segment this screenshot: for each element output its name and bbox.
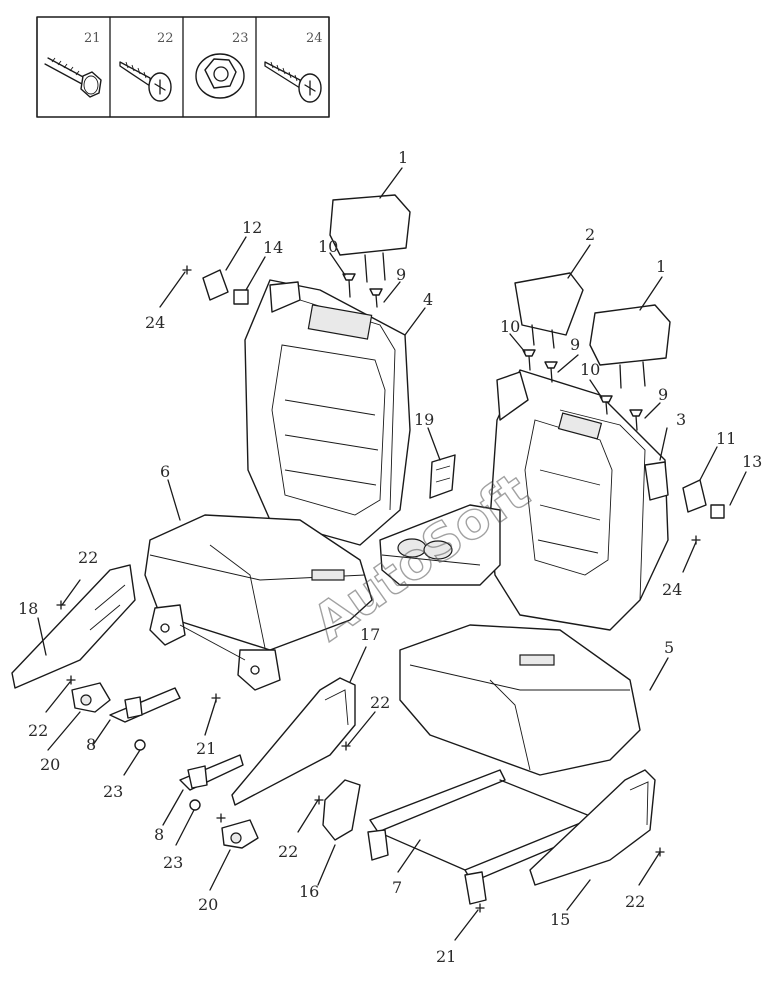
callout-18: 18 — [18, 599, 38, 618]
recliner-cover-upper — [71, 682, 111, 713]
right-seat-back — [489, 369, 669, 631]
legend-label-21: 21 — [84, 31, 101, 46]
callout-16: 16 — [299, 882, 319, 901]
callout-1: 1 — [656, 257, 666, 276]
headrest-right — [589, 304, 671, 389]
hinge-bracket-lower — [179, 754, 244, 791]
callout-24: 24 — [662, 580, 682, 599]
center-armrest — [379, 504, 501, 586]
callout-20: 20 — [198, 895, 218, 914]
callout-22: 22 — [28, 721, 48, 740]
callout-8: 8 — [154, 825, 164, 844]
legend-label-23: 23 — [232, 31, 249, 46]
callout-13: 13 — [742, 452, 762, 471]
callout-1: 1 — [398, 148, 408, 167]
side-trim-center — [231, 677, 356, 806]
callout-15: 15 — [550, 910, 570, 929]
headrest-left — [329, 194, 411, 283]
headrest-center — [514, 272, 584, 349]
callout-8: 8 — [86, 735, 96, 754]
callout-4: 4 — [423, 290, 433, 309]
fastener-legend: 21 22 23 24 — [36, 16, 330, 118]
buckle-trim — [429, 454, 456, 499]
callout-2: 2 — [585, 225, 595, 244]
nut-upper — [134, 739, 146, 751]
callout-22: 22 — [625, 892, 645, 911]
tapping-screw-icon — [264, 61, 322, 103]
callout-10: 10 — [318, 237, 338, 256]
callout-9: 9 — [570, 335, 580, 354]
callout-22: 22 — [370, 693, 390, 712]
callout-9: 9 — [396, 265, 406, 284]
flange-nut-icon — [195, 53, 245, 99]
hex-flange-bolt-icon — [44, 57, 102, 98]
callout-14: 14 — [263, 238, 283, 257]
callout-23: 23 — [103, 782, 123, 801]
callout-21: 21 — [196, 739, 216, 758]
callout-11: 11 — [716, 429, 736, 448]
callout-23: 23 — [163, 853, 183, 872]
leader-lines — [37, 167, 747, 941]
callout-6: 6 — [160, 462, 170, 481]
callout-19: 19 — [414, 410, 434, 429]
callout-10: 10 — [580, 360, 600, 379]
side-trim-right — [529, 769, 656, 886]
left-seat-cushion — [144, 514, 373, 651]
nut-lower — [189, 799, 201, 811]
callout-labels: 1 2 1 3 4 5 6 7 8 8 9 9 9 10 10 10 11 12… — [18, 148, 762, 966]
latch-covers — [202, 269, 725, 519]
tapping-screw-icon — [119, 61, 172, 102]
callout-22: 22 — [78, 548, 98, 567]
side-trim-left — [11, 564, 136, 689]
right-seat-cushion — [399, 624, 641, 776]
callout-21: 21 — [436, 947, 456, 966]
left-seat-brackets — [149, 604, 281, 691]
hinge-bracket-upper — [109, 687, 181, 723]
callout-9: 9 — [658, 385, 668, 404]
callout-10: 10 — [500, 317, 520, 336]
left-seat-back — [244, 279, 411, 546]
hinge-cover-trim — [322, 779, 361, 841]
callout-22: 22 — [278, 842, 298, 861]
callout-20: 20 — [40, 755, 60, 774]
callout-3: 3 — [676, 410, 686, 429]
callout-17: 17 — [360, 625, 380, 644]
callout-12: 12 — [242, 218, 262, 237]
callout-5: 5 — [664, 638, 674, 657]
legend-label-22: 22 — [157, 31, 174, 46]
headrest-guides — [342, 273, 643, 431]
legend-label-24: 24 — [306, 31, 323, 46]
recliner-cover-lower — [221, 819, 259, 849]
callout-7: 7 — [392, 878, 402, 897]
callout-24: 24 — [145, 313, 165, 332]
